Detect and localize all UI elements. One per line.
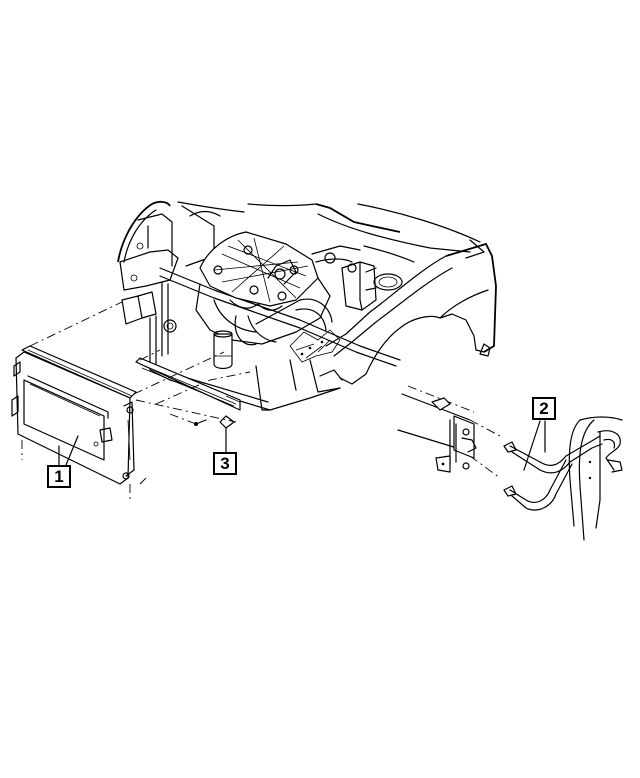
callout-1-radiator[interactable]: 1 <box>47 465 71 488</box>
part-1-radiator-condenser <box>11 345 147 500</box>
callout-label: 1 <box>54 466 64 486</box>
engine <box>195 231 361 370</box>
callout-3-seal-bracket[interactable]: 3 <box>213 452 237 475</box>
part-3-seal-bracket <box>135 357 241 453</box>
reservoirs <box>324 245 415 311</box>
callout-label: 3 <box>220 453 230 473</box>
callout-label: 2 <box>539 398 549 418</box>
callout-2-oil-cooler-lines[interactable]: 2 <box>532 397 556 420</box>
part-2-oil-cooler-lines <box>397 385 623 541</box>
vehicle-front-end <box>117 200 497 411</box>
alignment-lines <box>29 301 251 425</box>
